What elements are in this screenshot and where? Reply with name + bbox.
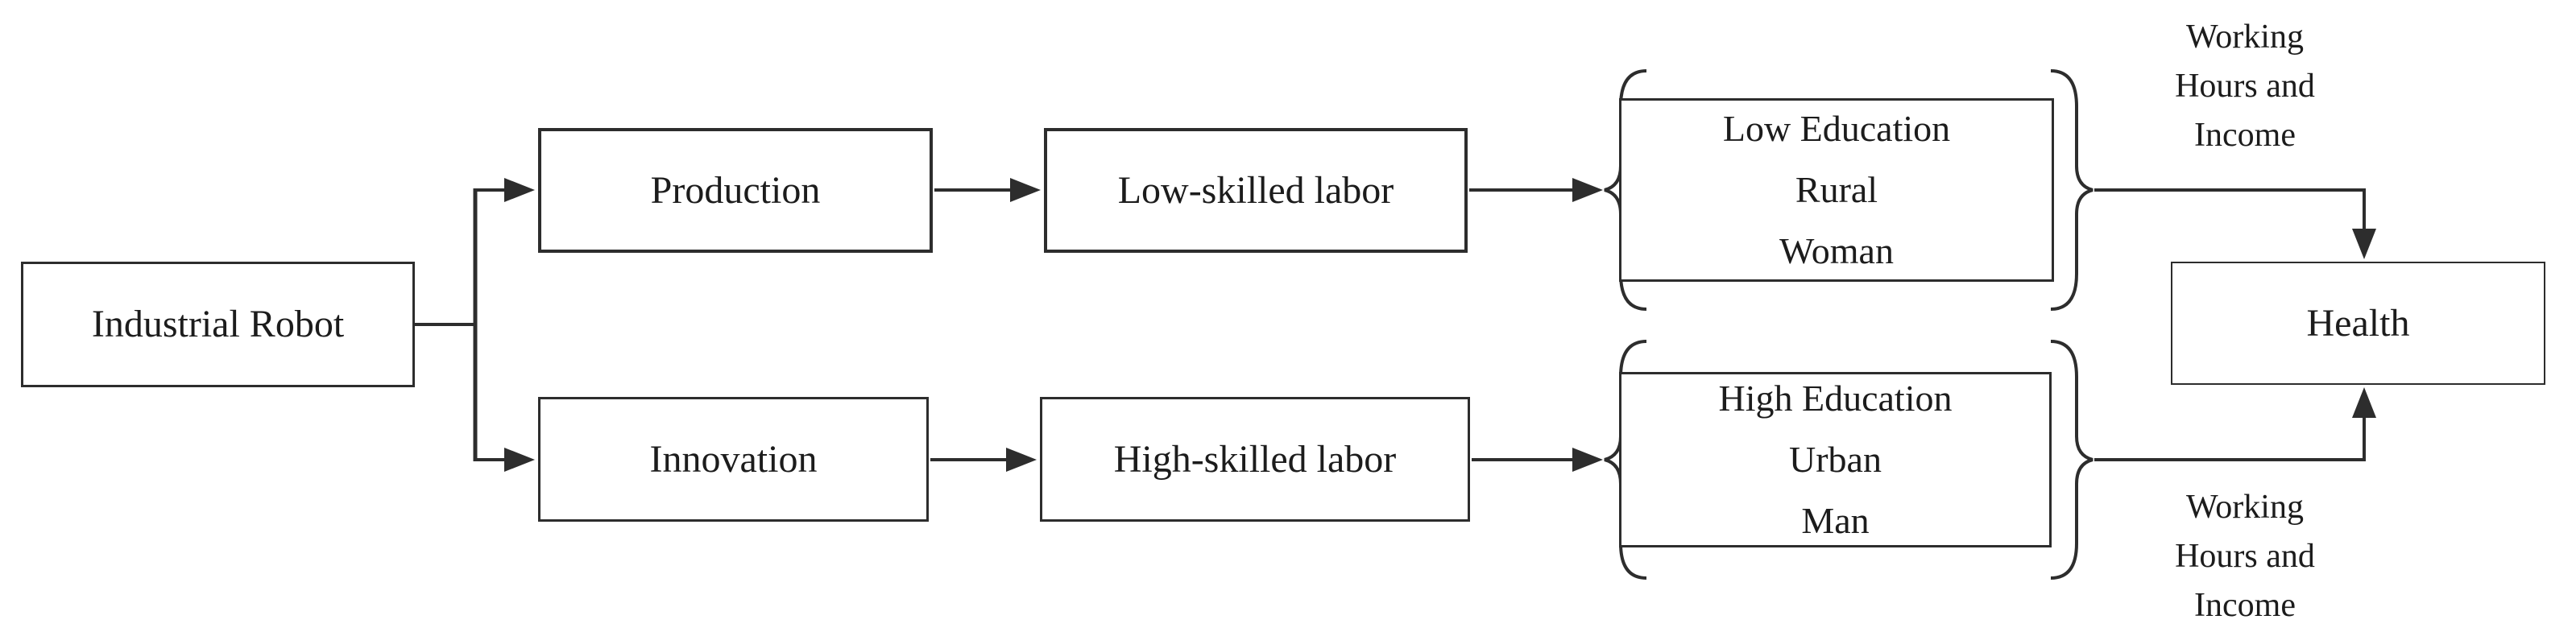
node-health: Health — [2171, 262, 2545, 385]
high-group-line-1: High Education — [1718, 378, 1953, 419]
node-production-label: Production — [650, 168, 821, 212]
node-high-education-group: High Education Urban Man — [1619, 372, 2052, 547]
node-health-label: Health — [2306, 301, 2410, 345]
node-low-skilled-labor: Low-skilled labor — [1044, 128, 1468, 253]
edge-label-bottom-line-3: Income — [2194, 587, 2296, 624]
node-industrial-robot: Industrial Robot — [21, 262, 415, 387]
arrowhead-health-top-icon — [2352, 229, 2376, 259]
edge-label-working-hours-income-bottom: Working Hours and Income — [2100, 483, 2390, 630]
node-industrial-robot-label: Industrial Robot — [91, 303, 345, 346]
arrow-to-production — [474, 178, 535, 202]
arrowhead-health-bottom-icon — [2352, 387, 2376, 418]
arrowhead-high-skilled-icon — [1006, 448, 1037, 472]
high-group-line-2: Urban — [1789, 439, 1882, 480]
arrow-high-group-to-health — [2094, 387, 2376, 461]
arrow-to-innovation — [474, 448, 535, 472]
low-group-line-1: Low Education — [1722, 108, 1951, 149]
arrowhead-low-group-icon — [1572, 178, 1603, 202]
arrow-innovation-to-high-skilled — [930, 448, 1037, 472]
arrowhead-low-skilled-icon — [1010, 178, 1041, 202]
node-innovation: Innovation — [538, 397, 929, 522]
low-group-line-3: Woman — [1779, 230, 1894, 271]
node-production: Production — [538, 128, 933, 253]
high-group-line-3: Man — [1801, 500, 1870, 541]
left-brace-high-group — [1604, 340, 1647, 580]
edge-label-working-hours-income-top: Working Hours and Income — [2100, 13, 2390, 160]
arrow-high-skilled-to-group — [1472, 448, 1603, 472]
edge-label-top-line-1: Working — [2186, 19, 2304, 56]
arrow-low-group-to-health — [2094, 188, 2376, 259]
left-brace-low-group — [1604, 69, 1647, 311]
right-brace-high-group — [2050, 340, 2094, 580]
node-low-education-group: Low Education Rural Woman — [1619, 98, 2054, 282]
edge-label-top-line-2: Hours and — [2175, 68, 2315, 105]
right-brace-low-group — [2050, 69, 2094, 311]
edge-label-bottom-line-2: Hours and — [2175, 538, 2315, 575]
arrowhead-high-group-icon — [1572, 448, 1603, 472]
node-high-skilled-labor: High-skilled labor — [1040, 397, 1470, 522]
arrow-low-skilled-to-group — [1469, 178, 1603, 202]
arrowhead-production-icon — [504, 178, 535, 202]
arrow-production-to-low-skilled — [934, 178, 1041, 202]
node-innovation-label: Innovation — [649, 437, 818, 481]
node-low-skilled-labor-label: Low-skilled labor — [1117, 168, 1394, 212]
edge-label-top-line-3: Income — [2194, 117, 2296, 154]
arrowhead-innovation-icon — [504, 448, 535, 472]
edge-label-bottom-line-1: Working — [2186, 489, 2304, 526]
node-high-skilled-labor-label: High-skilled labor — [1113, 437, 1397, 481]
low-group-line-2: Rural — [1795, 169, 1878, 210]
